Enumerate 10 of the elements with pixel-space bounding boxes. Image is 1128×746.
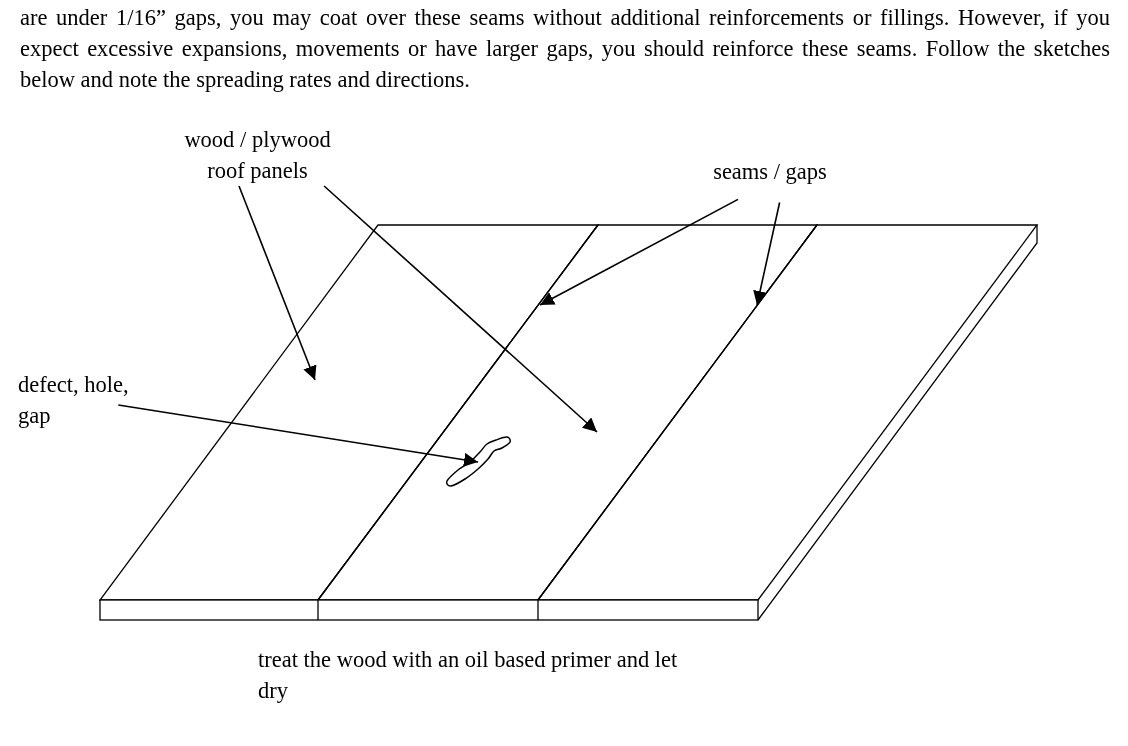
- callout-label: defect, hole, gap: [18, 371, 130, 430]
- leader-arrow: [323, 185, 598, 433]
- callout-label: wood / plywood roof panels: [183, 126, 332, 185]
- leader-arrow: [753, 201, 781, 306]
- leader-arrow: [238, 185, 317, 381]
- instruction-note: treat the wood with an oil based primer and let dry: [258, 646, 679, 705]
- leader-arrow: [117, 404, 479, 467]
- leader-arrow: [539, 198, 739, 306]
- intro-paragraph: are under 1/16” gaps, you may coat over these seams without additional reinforcements or fillings. However, if you expect excessive expansions, movements or have larger gaps, you should reinforce these seams. Follow the sketches below and note the spreading rates and directions.: [20, 4, 1110, 94]
- callout-label: seams / gaps: [712, 158, 828, 186]
